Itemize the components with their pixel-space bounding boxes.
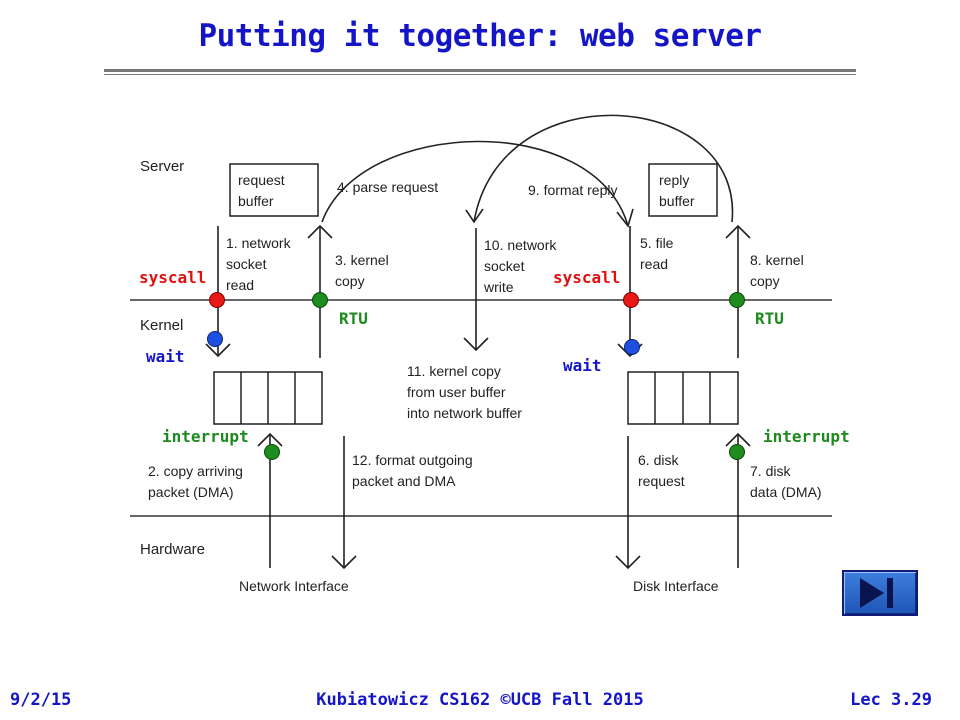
wait-dot-disk <box>624 339 640 355</box>
step-9-label: 9. format reply <box>528 182 617 198</box>
wait-label-disk: wait <box>563 356 602 375</box>
step-6-label: 6. disk request <box>638 452 685 489</box>
request-buffer-label: request buffer <box>238 172 289 209</box>
step-10-label: 10. network socket write <box>483 237 560 295</box>
arrow-disk-request <box>615 436 641 570</box>
rtu-dot-network <box>312 292 328 308</box>
step-5-label: 5. file read <box>640 235 677 272</box>
arrow-kernel-copy-up-disk <box>725 224 751 358</box>
rtu-dot-disk <box>729 292 745 308</box>
arc-parse-request-to-file-read <box>321 140 629 227</box>
step-3-label: 3. kernel copy <box>335 252 393 289</box>
layer-label-server: Server <box>140 158 184 175</box>
skip-to-end-icon <box>860 578 893 608</box>
footer-course: Kubiatowicz CS162 ©UCB Fall 2015 <box>316 690 644 710</box>
rtu-label-disk: RTU <box>755 309 784 328</box>
wait-label-network: wait <box>146 347 185 366</box>
footer-date: 9/2/15 <box>10 690 72 710</box>
footer-lecture: Lec 3.29 <box>850 690 932 710</box>
interrupt-dot-network <box>264 444 280 460</box>
network-interface-label: Network Interface <box>239 578 349 594</box>
arrow-format-outgoing-packet <box>331 436 357 570</box>
interrupt-label-network: interrupt <box>162 427 249 446</box>
syscall-dot-network <box>209 292 225 308</box>
arc-format-reply-to-socket-write <box>473 114 734 223</box>
disk-kernel-buffer <box>627 371 739 425</box>
rtu-label-network: RTU <box>339 309 368 328</box>
skip-to-end-button[interactable] <box>842 570 918 616</box>
slide-title: Putting it together: web server <box>198 18 762 54</box>
step-2-label: 2. copy arriving packet (DMA) <box>148 463 247 500</box>
request-buffer-box <box>229 163 319 217</box>
arrow-file-read <box>617 226 643 358</box>
syscall-dot-disk <box>623 292 639 308</box>
title-rule-thin <box>104 74 856 75</box>
reply-buffer-label: reply buffer <box>659 172 695 209</box>
layer-label-kernel: Kernel <box>140 317 183 334</box>
step-4-label: 4. parse request <box>337 179 438 195</box>
title-rule <box>104 69 856 72</box>
step-12-label: 12. format outgoing packet and DMA <box>352 452 477 489</box>
step-11-label: 11. kernel copy from user buffer into ne… <box>407 363 522 421</box>
step-7-label: 7. disk data (DMA) <box>750 463 822 500</box>
arc-parse-request-head <box>616 208 634 228</box>
arc-format-reply-head <box>465 208 484 224</box>
reply-buffer-box <box>648 163 718 217</box>
interrupt-label-disk: interrupt <box>763 427 850 446</box>
step-1-label: 1. network socket read <box>226 235 294 293</box>
syscall-label-network: syscall <box>139 268 206 287</box>
step-8-label: 8. kernel copy <box>750 252 808 289</box>
interrupt-dot-disk <box>729 444 745 460</box>
network-kernel-buffer <box>213 371 323 425</box>
layer-label-hardware: Hardware <box>140 541 205 558</box>
syscall-label-disk: syscall <box>553 268 620 287</box>
disk-interface-label: Disk Interface <box>633 578 719 594</box>
wait-dot-network <box>207 331 223 347</box>
arrow-network-socket-write <box>463 228 489 352</box>
